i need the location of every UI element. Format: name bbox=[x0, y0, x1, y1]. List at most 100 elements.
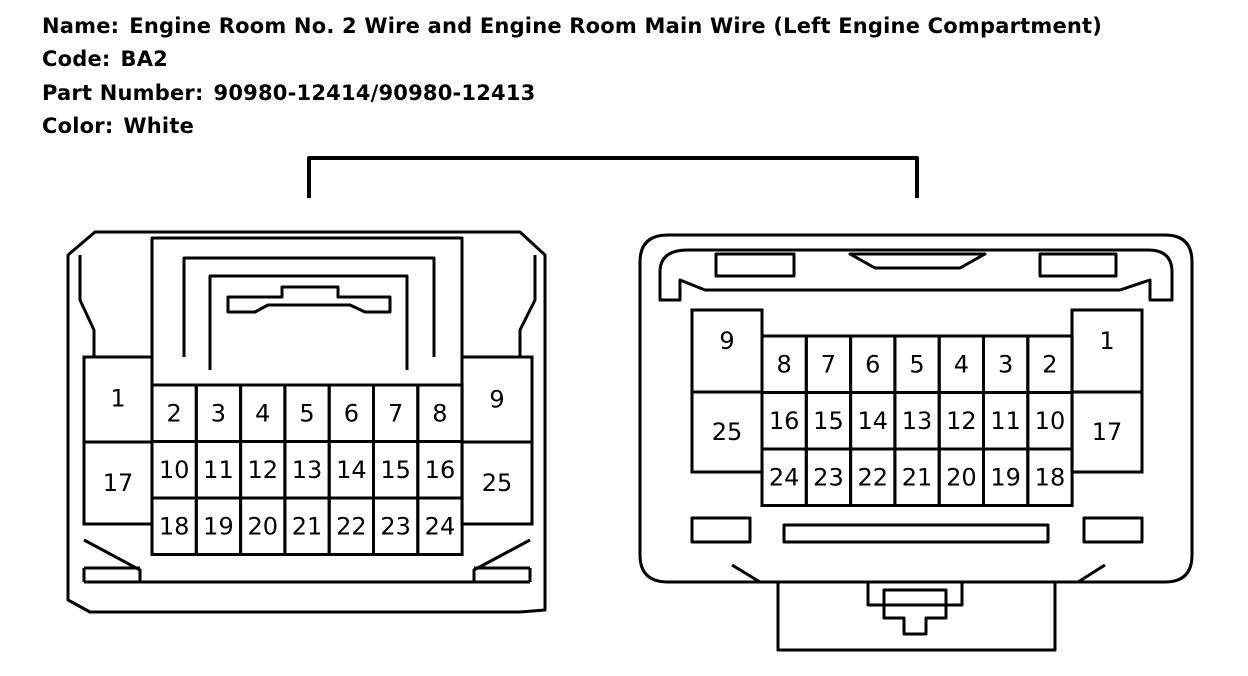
right-pin-9: 9 bbox=[690, 308, 764, 394]
right-pin-18-cavity bbox=[1026, 447, 1074, 507]
left-pin-5: 5 bbox=[283, 383, 331, 443]
right-pin-16: 16 bbox=[760, 391, 808, 451]
left-pin-1-label: 1 bbox=[110, 385, 125, 413]
color-label: Color: bbox=[42, 114, 114, 138]
left-connector-housing bbox=[66, 230, 547, 614]
left-pin-2: 2 bbox=[150, 383, 198, 443]
right-pin-23-label: 23 bbox=[813, 463, 844, 491]
right-pin-22: 22 bbox=[849, 447, 897, 507]
right-pin-7-label: 7 bbox=[821, 350, 836, 378]
right-pin-25-label: 25 bbox=[712, 418, 743, 446]
left-pin-4-label: 4 bbox=[255, 399, 270, 427]
right-pin-14: 14 bbox=[849, 391, 897, 451]
left-pin-12: 12 bbox=[239, 440, 287, 500]
part-number-line: Part Number: 90980-12414/90980-12413 bbox=[42, 81, 536, 105]
right-pin-13-label: 13 bbox=[902, 407, 933, 435]
left-pin-8-label: 8 bbox=[432, 399, 447, 427]
left-pin-24-label: 24 bbox=[425, 512, 456, 540]
left-pin-14-label: 14 bbox=[336, 456, 367, 484]
right-pin-3: 3 bbox=[982, 334, 1030, 394]
left-pin-9: 9 bbox=[460, 355, 534, 444]
left-pin-24: 24 bbox=[416, 496, 464, 556]
right-pin-20: 20 bbox=[937, 447, 986, 507]
right-pin-5-label: 5 bbox=[909, 350, 924, 378]
right-pin-15-label: 15 bbox=[813, 407, 844, 435]
right-pin-22-label: 22 bbox=[857, 463, 888, 491]
right-pin-12: 12 bbox=[937, 391, 986, 451]
right-pin-7: 7 bbox=[804, 334, 853, 394]
right-pin-19-label: 19 bbox=[990, 463, 1021, 491]
right-pin-15: 15 bbox=[804, 391, 853, 451]
right-pin-21-label: 21 bbox=[902, 463, 933, 491]
link-bracket bbox=[307, 156, 919, 198]
code-value: BA2 bbox=[120, 47, 168, 71]
right-pin-4-label: 4 bbox=[954, 350, 969, 378]
left-pin-16: 16 bbox=[416, 440, 464, 500]
left-pin-18: 18 bbox=[150, 496, 198, 556]
left-pin-25-label: 25 bbox=[482, 469, 513, 497]
right-pin-13: 13 bbox=[893, 391, 941, 451]
right-pin-18-label: 18 bbox=[1035, 463, 1066, 491]
left-pin-10-label: 10 bbox=[159, 456, 190, 484]
name-label: Name: bbox=[42, 14, 120, 38]
left-pin-25: 25 bbox=[460, 440, 534, 526]
code-label: Code: bbox=[42, 47, 111, 71]
left-pin-17: 17 bbox=[82, 440, 154, 526]
left-pin-13-label: 13 bbox=[292, 456, 323, 484]
right-pin-8-label: 8 bbox=[777, 350, 792, 378]
left-pin-12-label: 12 bbox=[247, 456, 278, 484]
left-pin-6-label: 6 bbox=[344, 399, 359, 427]
left-pin-18-label: 18 bbox=[159, 512, 190, 540]
part-number-value: 90980-12414/90980-12413 bbox=[213, 81, 536, 105]
color-value: White bbox=[123, 114, 195, 138]
right-pin-2: 2 bbox=[1026, 334, 1074, 394]
left-pin-22-label: 22 bbox=[336, 512, 367, 540]
right-pin-20-label: 20 bbox=[946, 463, 977, 491]
right-pin-11-label: 11 bbox=[990, 407, 1021, 435]
left-pin-20-label: 20 bbox=[247, 512, 278, 540]
right-pin-25: 25 bbox=[690, 390, 764, 474]
left-pin-19-label: 19 bbox=[203, 512, 234, 540]
right-pin-10-label: 10 bbox=[1035, 407, 1066, 435]
right-pin-17: 17 bbox=[1070, 390, 1144, 474]
right-pin-9-label: 9 bbox=[719, 327, 734, 355]
right-pin-16-label: 16 bbox=[769, 407, 800, 435]
left-pin-17-cavity bbox=[82, 440, 154, 526]
left-pin-4: 4 bbox=[239, 383, 287, 443]
right-pin-1: 1 bbox=[1070, 308, 1144, 394]
name-line: Name: Engine Room No. 2 Wire and Engine R… bbox=[42, 14, 1102, 38]
left-pin-13: 13 bbox=[283, 440, 331, 500]
left-pin-25-cavity bbox=[460, 440, 534, 526]
left-pin-22: 22 bbox=[327, 496, 376, 556]
code-line: Code: BA2 bbox=[42, 47, 168, 71]
left-pin-2-label: 2 bbox=[167, 399, 182, 427]
left-pin-10: 10 bbox=[150, 440, 198, 500]
right-pin-24-label: 24 bbox=[769, 463, 800, 491]
left-pin-21: 21 bbox=[283, 496, 331, 556]
right-pin-23: 23 bbox=[804, 447, 853, 507]
left-pin-15: 15 bbox=[372, 440, 420, 500]
right-pin-2-label: 2 bbox=[1042, 350, 1057, 378]
left-pin-6: 6 bbox=[327, 383, 376, 443]
right-pin-6: 6 bbox=[849, 334, 897, 394]
right-pin-1-label: 1 bbox=[1099, 327, 1114, 355]
right-pin-17-cavity bbox=[1070, 390, 1144, 474]
left-pin-20: 20 bbox=[239, 496, 287, 556]
right-pin-14-label: 14 bbox=[857, 407, 888, 435]
part-number-label: Part Number: bbox=[42, 81, 204, 105]
right-connector-housing bbox=[638, 233, 1194, 652]
left-pin-8: 8 bbox=[416, 383, 464, 443]
right-pin-21: 21 bbox=[893, 447, 941, 507]
left-pin-3: 3 bbox=[194, 383, 243, 443]
name-value: Engine Room No. 2 Wire and Engine Room M… bbox=[129, 14, 1103, 38]
left-pin-9-label: 9 bbox=[489, 386, 504, 414]
right-pin-8: 8 bbox=[760, 334, 808, 394]
left-pin-1: 1 bbox=[82, 355, 154, 444]
left-pin-7: 7 bbox=[372, 383, 420, 443]
left-pin-15-label: 15 bbox=[380, 456, 411, 484]
left-pin-11: 11 bbox=[194, 440, 243, 500]
right-pin-4: 4 bbox=[937, 334, 986, 394]
right-pin-25-cavity bbox=[690, 390, 764, 474]
right-pin-3-label: 3 bbox=[998, 350, 1013, 378]
right-pin-18: 18 bbox=[1026, 447, 1074, 507]
